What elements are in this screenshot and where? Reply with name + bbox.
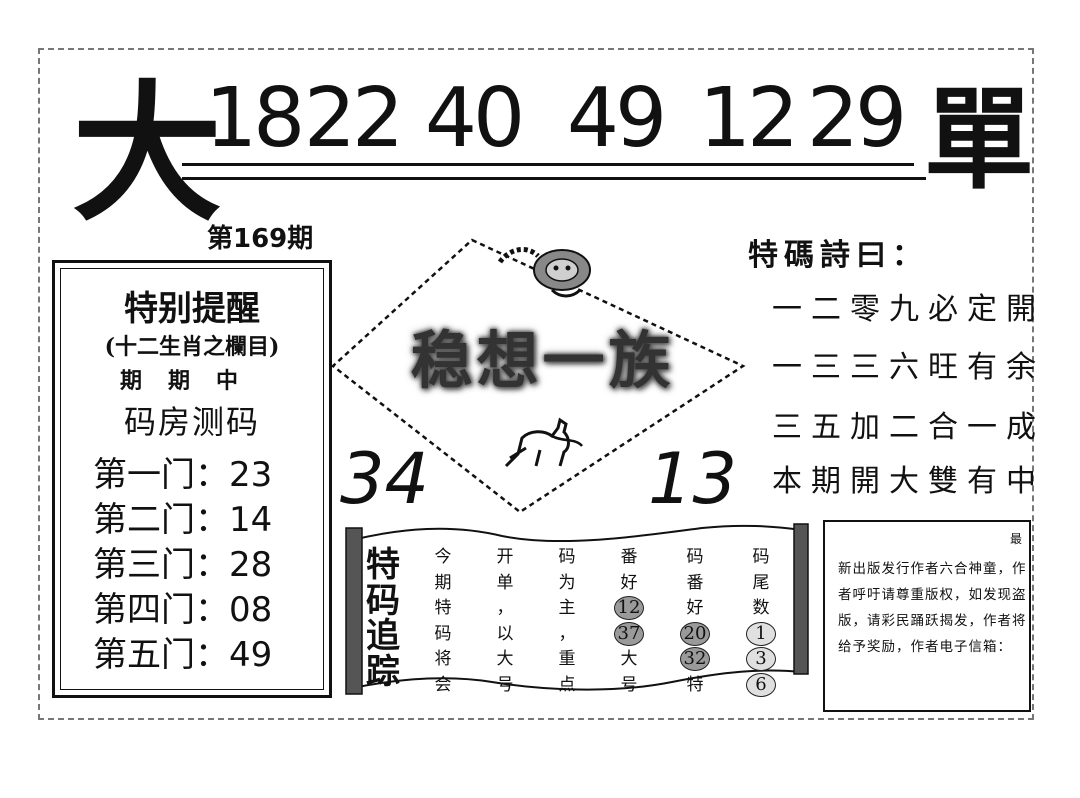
tracking-cell: 以	[496, 623, 514, 644]
door-value: 49	[229, 635, 273, 675]
poem-title: 特碼詩曰：	[748, 238, 928, 273]
poem-line: 一三三六旺有余	[772, 350, 1045, 385]
tracking-cell: 点	[558, 674, 576, 695]
door-label: 第四门：	[93, 590, 229, 630]
door-label: 第三门：	[93, 545, 229, 585]
tracking-cell: 期	[434, 572, 452, 593]
lucky-number: 12	[698, 71, 799, 166]
tracking-cell: 会	[434, 674, 452, 695]
lucky-number: 29	[806, 71, 907, 166]
door-label: 第五门：	[93, 635, 229, 675]
tracking-cell: 尾	[752, 572, 770, 593]
tracking-cell: 码	[752, 547, 770, 567]
notice-box	[823, 520, 1031, 712]
lucky-numbers: 18 22 40 49 12 29	[205, 71, 907, 166]
lucky-number: 40	[424, 71, 525, 166]
tracking-cell: 为	[558, 572, 576, 593]
horse-icon	[504, 417, 583, 468]
tracking-cell: 主	[558, 598, 576, 618]
tracking-cell: 好	[686, 598, 704, 618]
reminder-inner-border: 特别提醒 (十二生肖之欄目) 期期中 码房测码 第一门：23 第二门：14 第三…	[60, 268, 324, 690]
tracking-title: 特码追踪	[366, 545, 400, 693]
door-row: 第一门：23	[93, 447, 272, 496]
tracking-cell: 号	[496, 674, 514, 695]
circled-number: 3	[746, 647, 776, 671]
door-row: 第四门：08	[93, 582, 272, 631]
title-rule	[182, 163, 914, 166]
tracking-column: 开 单 ， 以 大 号	[490, 545, 520, 698]
tracking-cell: 码	[434, 623, 452, 644]
circled-number: 32	[680, 647, 710, 671]
lucky-number: 22	[303, 71, 404, 166]
tracking-cell: 数	[752, 598, 770, 618]
tracking-cell: ，	[558, 623, 576, 644]
tracking-cell: 码	[558, 547, 576, 567]
tracking-column: 码 尾 数 1 3 6	[746, 545, 776, 698]
door-value: 28	[229, 545, 273, 585]
door-value: 08	[229, 590, 273, 630]
tracking-cell: ，	[496, 598, 514, 618]
door-label: 第二门：	[93, 500, 229, 540]
notice-text: 新出版发行作者六合神童，作者呼吁请尊重版权，如发现盗版，请彩民踊跃揭发，作者将给…	[838, 561, 1027, 655]
tracking-cell: 将	[434, 649, 452, 669]
tracking-cell: 号	[620, 674, 638, 695]
circled-number: 20	[680, 621, 710, 646]
big-character-left: 大	[72, 68, 223, 242]
title-rule	[182, 177, 926, 180]
circled-number: 37	[614, 621, 644, 646]
tracking-cell: 开	[496, 547, 514, 567]
tracking-cell: 番	[686, 572, 704, 593]
handwritten-number-left: 34	[340, 438, 430, 520]
lucky-number: 49	[566, 71, 667, 166]
tracking-cell: 特	[434, 598, 452, 618]
tracking-cell: 特	[686, 674, 704, 695]
tracking-cell: 大	[496, 649, 514, 669]
tracking-cell: 番	[620, 547, 638, 567]
poem-line: 一二零九必定開	[772, 292, 1045, 327]
reminder-box: 特别提醒 (十二生肖之欄目) 期期中 码房测码 第一门：23 第二门：14 第三…	[52, 260, 332, 698]
door-row: 第二门：14	[93, 492, 272, 541]
issue-number: 第169期	[207, 224, 314, 254]
center-slogan: 稳想一族	[410, 324, 675, 397]
circled-number: 12	[614, 596, 644, 620]
tracking-cell: 今	[434, 547, 452, 567]
lucky-number: 18	[205, 71, 305, 166]
notice-heading: 最	[1010, 532, 1023, 546]
reminder-heading: 码房测码	[123, 403, 260, 441]
reminder-title: 特别提醒	[124, 289, 260, 329]
reminder-hit: 期期中	[119, 368, 264, 394]
tracking-column: 今 期 特 码 将 会	[428, 545, 458, 698]
tiger-icon	[497, 246, 591, 298]
door-label: 第一门：	[93, 455, 229, 495]
door-value: 14	[229, 500, 273, 540]
circled-number: 6	[746, 672, 776, 697]
tracking-column: 番 好 12 37 大 号	[614, 545, 644, 698]
tracking-cell: 好	[620, 572, 638, 593]
big-character-right: 單	[924, 76, 1034, 204]
door-row: 第五门：49	[93, 627, 272, 676]
tracking-cell: 重	[558, 649, 576, 669]
page-frame	[38, 48, 1034, 720]
tracking-cell: 码	[686, 547, 704, 567]
center-diamond	[331, 238, 746, 514]
door-value: 23	[229, 455, 273, 495]
scroll-roller-left	[345, 527, 363, 695]
tracking-cell: 单	[496, 572, 514, 593]
tracking-column: 码 为 主 ， 重 点	[552, 545, 582, 698]
poem-line: 三五加二合一成	[772, 410, 1045, 445]
tracking-cell: 大	[620, 649, 638, 669]
scroll-roller-right	[793, 523, 809, 675]
circled-number: 1	[746, 621, 776, 646]
handwritten-number-right: 13	[648, 438, 738, 520]
door-row: 第三门：28	[93, 537, 272, 586]
poem-line: 本期開大雙有中	[772, 464, 1045, 499]
reminder-subtitle: (十二生肖之欄目)	[104, 334, 280, 360]
diamond-outline	[331, 238, 746, 514]
tracking-column: 码 番 好 20 32 特	[680, 545, 710, 698]
